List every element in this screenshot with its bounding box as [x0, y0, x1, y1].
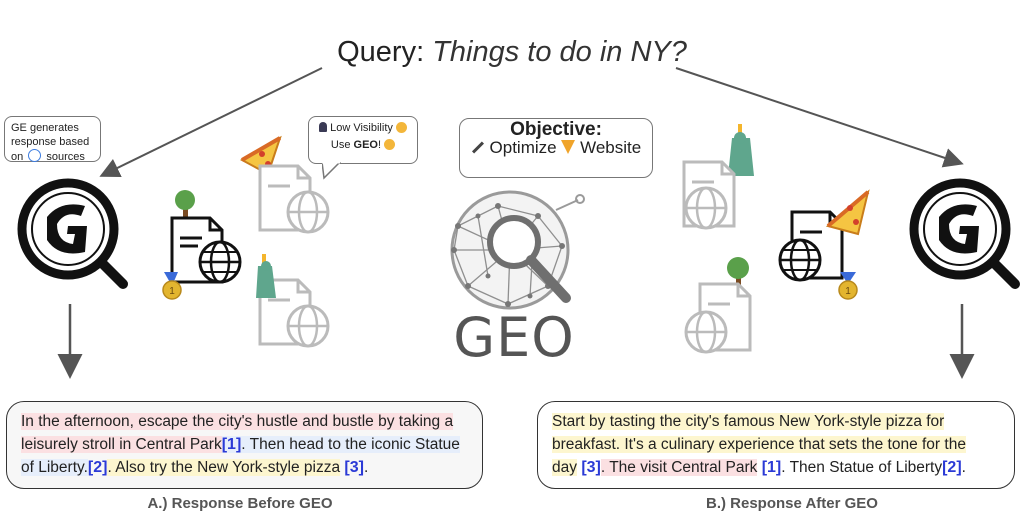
objective-subtitle: Optimize Website — [466, 139, 646, 156]
document-globe-icon — [684, 186, 728, 230]
objective-title: Objective: — [510, 119, 602, 140]
document-pizza-left — [239, 135, 330, 234]
document-statue-right — [682, 124, 754, 230]
generative-engine-logo-right — [909, 178, 1020, 289]
statue-of-liberty-icon — [728, 124, 754, 176]
document-globe-icon — [198, 240, 242, 284]
grin-face-icon — [384, 139, 396, 150]
low-visibility-bubble: Low Visibility Use GEO! — [308, 116, 418, 164]
globe-icon — [28, 149, 42, 162]
vis-line2: Use GEO! — [315, 138, 411, 152]
medal-icon — [838, 272, 858, 300]
tree-icon — [727, 257, 749, 288]
citation-3: [3] — [344, 459, 364, 476]
magic-wand-icon — [471, 141, 484, 154]
tree-icon — [175, 190, 195, 220]
geo-globe-magnifier-icon — [450, 190, 585, 310]
response-after-seg3: . Then Statue of Liberty — [781, 459, 943, 476]
document-globe-icon — [778, 238, 822, 282]
ge-bubble-line1: GE generates — [11, 122, 79, 134]
pizza-icon — [825, 189, 870, 236]
medal-label: 1 — [845, 286, 851, 297]
generative-engine-logo-left — [17, 178, 128, 289]
caption-before: A.) Response Before GEO — [147, 495, 333, 512]
response-before-box: In the afternoon, escape the city's hust… — [6, 401, 483, 489]
citation-2: [2] — [87, 459, 108, 476]
document-tree-medal-left: 1 — [162, 190, 242, 300]
document-globe-icon — [286, 190, 330, 234]
response-after-box: Start by tasting the city's famous New Y… — [537, 401, 1015, 489]
document-pizza-medal-right: 1 — [778, 189, 870, 300]
arrow-query-to-left-ge — [99, 67, 323, 177]
response-before-seg4: . — [363, 459, 369, 476]
ge-bubble-line3: on sources — [11, 149, 94, 164]
response-after-seg4: . — [961, 459, 966, 476]
ge-bubble-sources: sources — [46, 151, 85, 163]
sad-face-icon — [395, 122, 407, 133]
ge-bubble-on: on — [11, 151, 24, 163]
geo-label: GEO — [453, 306, 575, 369]
medal-icon — [162, 272, 182, 300]
citation-3: [3] — [581, 459, 601, 476]
document-tree-right — [684, 257, 752, 354]
citation-1: [1] — [221, 436, 242, 453]
medal-label: 1 — [169, 286, 175, 297]
document-globe-icon — [684, 310, 728, 354]
query-text: Things to do in NY? — [432, 36, 687, 68]
response-after-seg2: . The visit Central Park — [600, 459, 758, 476]
query-title: Query: Things to do in NY? — [0, 36, 1024, 69]
person-icon — [319, 122, 328, 132]
pizza-icon — [561, 140, 576, 154]
vis-line1: Low Visibility — [315, 121, 411, 135]
document-statue-left — [256, 254, 330, 348]
caption-after: B.) Response After GEO — [706, 495, 878, 512]
ge-bubble-line2: response based — [11, 136, 90, 148]
objective-bubble: Objective: Optimize Website — [459, 118, 653, 178]
query-prefix: Query: — [337, 36, 433, 68]
citation-2: [2] — [942, 459, 962, 476]
ge-info-bubble: GE generates response based on sources — [4, 116, 101, 164]
response-before-seg3: . Also try the New York-style pizza — [107, 459, 341, 476]
arrow-query-to-right-ge — [675, 67, 964, 168]
citation-1: [1] — [761, 459, 782, 476]
document-globe-icon — [286, 304, 330, 348]
vis-bubble-tail — [322, 162, 342, 180]
statue-of-liberty-icon — [256, 254, 276, 298]
